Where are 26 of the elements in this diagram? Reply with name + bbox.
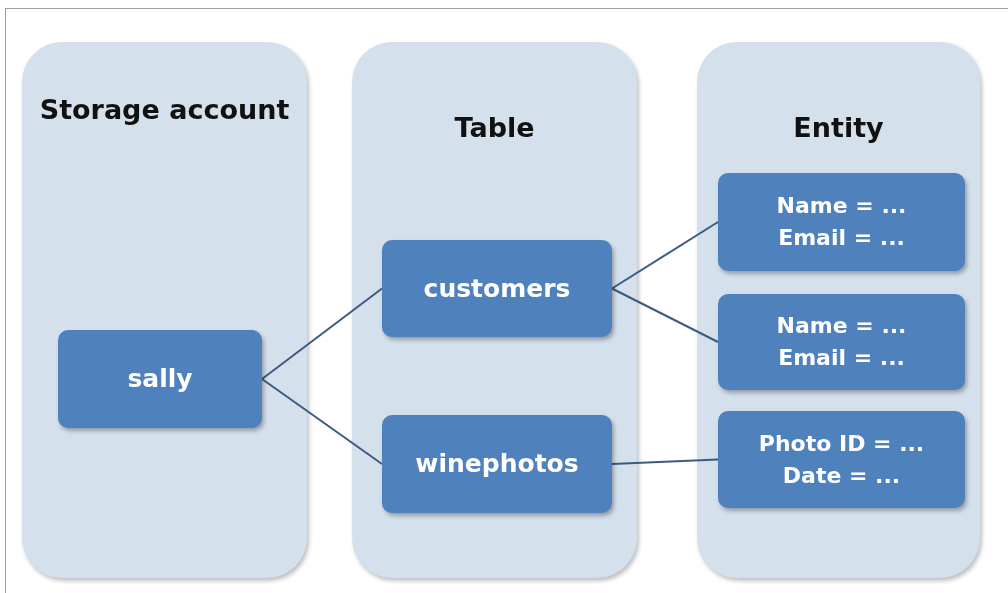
connector-line bbox=[261, 378, 383, 465]
column-panel bbox=[697, 42, 980, 578]
connector-line bbox=[261, 287, 383, 380]
column-heading: Entity bbox=[792, 111, 885, 145]
box-label: customers bbox=[423, 272, 571, 305]
box-label: Name = ... bbox=[776, 312, 907, 340]
box-label: sally bbox=[127, 363, 193, 395]
box-label: Email = ... bbox=[778, 224, 905, 252]
column-heading: Storage account bbox=[38, 93, 291, 127]
column-panel bbox=[352, 42, 637, 578]
box-label: Date = ... bbox=[782, 461, 901, 490]
record-box bbox=[718, 411, 965, 508]
connector-line bbox=[611, 458, 719, 465]
record-box bbox=[718, 294, 965, 390]
record-box bbox=[382, 240, 612, 337]
record-box bbox=[718, 173, 965, 271]
box-label: Photo ID = ... bbox=[758, 429, 925, 458]
column-panel bbox=[22, 42, 307, 578]
connector-line bbox=[611, 221, 719, 290]
box-label: Name = ... bbox=[776, 192, 907, 220]
connector-line bbox=[611, 287, 719, 343]
record-box bbox=[382, 415, 612, 513]
box-label: Email = ... bbox=[778, 344, 905, 372]
record-box bbox=[58, 330, 262, 428]
box-label: winephotos bbox=[415, 448, 579, 480]
column-heading: Table bbox=[453, 111, 536, 145]
